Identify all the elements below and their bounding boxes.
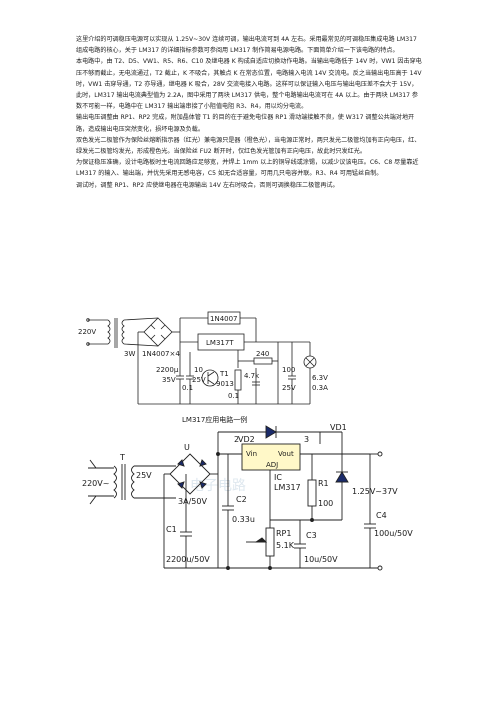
label-9013: 9013 (216, 380, 234, 388)
label-r240: 240 (256, 350, 269, 358)
label-c4: C4 (376, 511, 387, 520)
label-pot: 4.7k (244, 372, 260, 380)
label-c1-voltage: 35V (162, 376, 176, 384)
label-vin: Vin (246, 450, 257, 458)
label-r1: R1 (318, 479, 329, 488)
label-vout: Vout (278, 450, 294, 458)
label-c1: C1 (166, 525, 177, 534)
article-text: 这里介绍的可调稳压电源可以实现从 1.25V~30V 连续可调，输出电流可到 4… (76, 34, 422, 191)
paragraph-led: 双色发光二极管作为保险丝熔断指示器（红光）兼电源只是器（橙色光），当电源正常时，… (76, 136, 421, 156)
label-ic-model: LM317 (274, 483, 301, 492)
label-bridge: 3A/50V (178, 497, 207, 506)
lamp-icon (303, 355, 317, 369)
label-rp1: RP1 (276, 529, 291, 538)
label-220v: 220V (78, 328, 96, 336)
bridge-rectifier (169, 453, 211, 495)
figure1-caption: LM317应用电路一例 (182, 415, 247, 424)
label-vd1: VD1 (330, 423, 347, 432)
transformer-icon (107, 318, 125, 348)
label-c3-value: 10u/50V (304, 555, 338, 564)
label-c2: C2 (236, 495, 247, 504)
label-ic: IC (274, 473, 282, 482)
label-bridge: 1N4007×4 (142, 350, 180, 358)
bridge-rectifier (143, 317, 173, 347)
label-r1-value: 100 (318, 499, 333, 508)
paragraph-adjust: 输出电压调整由 RP1、RP2 完成，附加晶体管 T1 的目的在于避免电位器 R… (76, 114, 415, 133)
label-rp1-value: 5.1K (276, 541, 295, 550)
label-c2: 0.1 (182, 384, 193, 392)
label-t: T (119, 453, 125, 462)
label-vd2: VD2 (238, 435, 255, 444)
label-voltage-range: 1.25V~37V (352, 487, 398, 496)
label-c3: C3 (306, 531, 317, 540)
label-adj: ADJ (266, 461, 278, 469)
label-c4: 0.1 (228, 392, 239, 400)
transformer-icon (113, 464, 135, 500)
label-lm317t: LM317T (206, 339, 234, 347)
label-c1-value: 2200u/50V (166, 555, 210, 564)
label-lamp-a: 0.3A (312, 384, 328, 392)
label-c4-value: 100u/50V (374, 529, 413, 538)
label-3w: 3W (124, 350, 135, 358)
label-25v: 25V (136, 471, 152, 480)
label-c3: 10 (194, 366, 203, 374)
label-t1: T1 (219, 370, 229, 378)
circuit-diagram-2: 电子电路 (82, 423, 413, 571)
circuit-diagram-1: 220V 3W 1N4007 LM317T 1N4007×4 2200μ 35V… (78, 311, 328, 424)
label-node2: 2 (234, 435, 239, 444)
label-c5-voltage: 25V (282, 384, 296, 392)
label-node3: 3 (304, 435, 309, 444)
paragraph-pcb: 为保证稳压准确，设计电路板时主电流回路应足够宽，并焊上 1mm 以上的铜导线或涂… (76, 159, 419, 178)
label-220v: 220V~ (82, 479, 109, 488)
paragraph-circuit: 本电路中，由 T2、D5、VW1、R5、R6、C10 及继电器 K 构成自适应切… (76, 58, 422, 111)
ic-lm317 (241, 443, 301, 471)
label-lamp-v: 6.3V (312, 374, 328, 382)
paragraph-debug: 调试时，调整 RP1、RP2 应使继电器在电源输出 14V 左右时吸合，否则可调… (76, 181, 339, 189)
label-c2-value: 0.33u (232, 515, 255, 524)
paragraph-intro: 这里介绍的可调稳压电源可以实现从 1.25V~30V 连续可调，输出电流可到 4… (76, 36, 417, 55)
label-c1: 2200μ (156, 366, 179, 374)
label-c5: 100 (282, 366, 295, 374)
label-c3-voltage: 25V (192, 376, 206, 384)
label-1n4007: 1N4007 (210, 315, 238, 323)
label-u: U (184, 443, 190, 452)
